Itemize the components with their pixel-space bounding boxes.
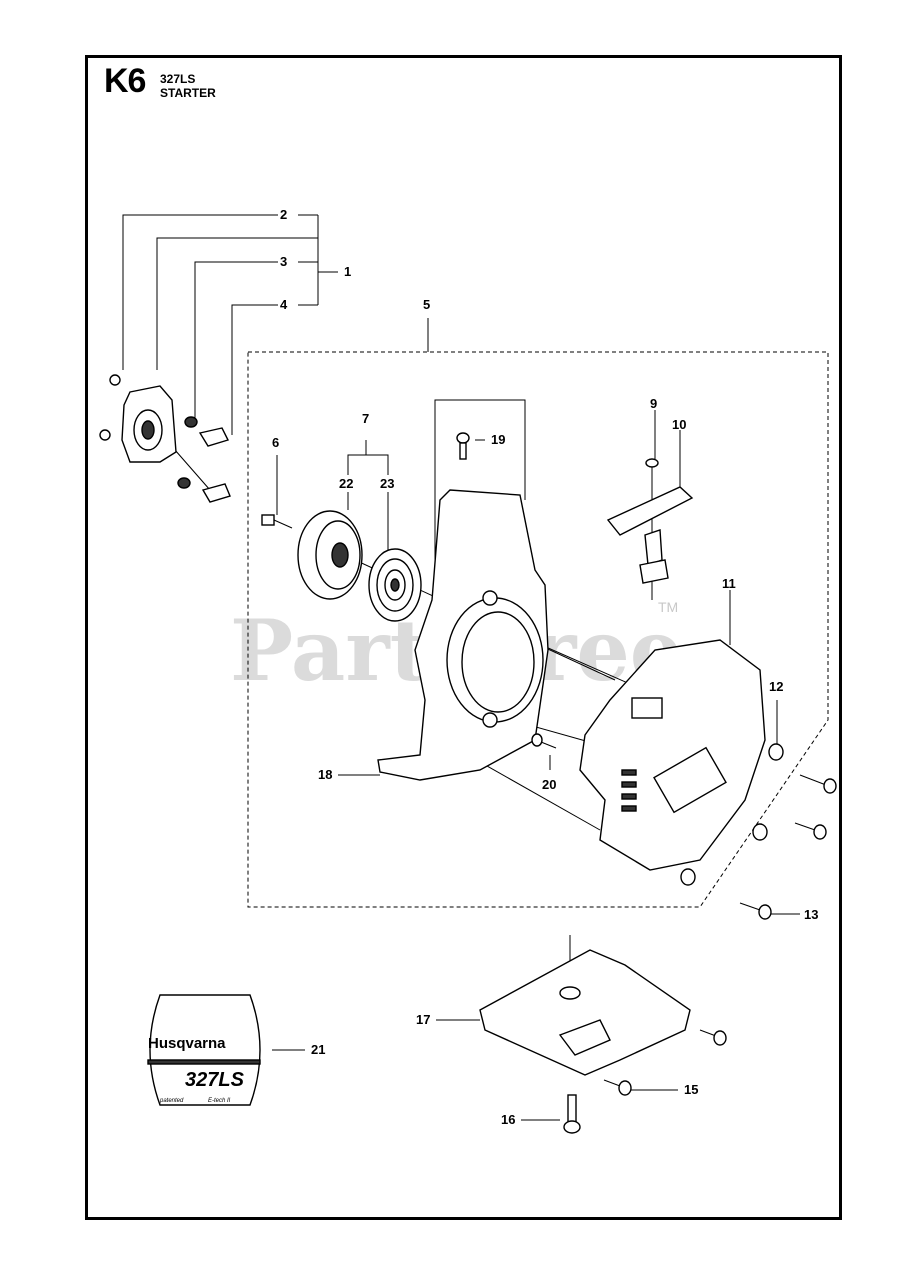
callout-22[interactable]: 22	[339, 476, 353, 491]
assembly-5-dashed-box	[247, 318, 829, 908]
part-bracket-17	[479, 949, 691, 1076]
part-screws-15	[603, 1029, 727, 1096]
part-spacers-12	[680, 743, 784, 886]
callout-labels: 2 3 1 4 5 6 7 22 23 19 9 10 11 12 18 20 …	[272, 207, 818, 1127]
callout-20[interactable]: 20	[542, 777, 556, 792]
part-starter-cover-11	[579, 639, 766, 871]
callout-2[interactable]: 2	[280, 207, 287, 222]
watermark-tm: TM	[658, 599, 678, 615]
callout-15[interactable]: 15	[684, 1082, 698, 1097]
part-starter-housing-18	[377, 489, 549, 781]
part-screw-20	[531, 733, 557, 749]
callout-7[interactable]: 7	[362, 411, 369, 426]
decal-small-left: patented	[159, 1098, 184, 1104]
callout-19[interactable]: 19	[491, 432, 505, 447]
callout-21[interactable]: 21	[311, 1042, 325, 1057]
decal-small-right: E-tech II	[208, 1098, 231, 1104]
section-code: K6	[104, 62, 146, 100]
decal-model: 327LS	[185, 1069, 245, 1091]
diagram-frame	[85, 55, 842, 1220]
part-screws-13	[739, 774, 837, 920]
callout-23[interactable]: 23	[380, 476, 394, 491]
callout-9[interactable]: 9	[650, 396, 657, 411]
callout-4[interactable]: 4	[280, 297, 288, 312]
decal-brand: Husqvarna	[148, 1035, 226, 1052]
cover-vent-slots	[621, 769, 637, 812]
part-decal-21: Husqvarna 327LS patented E-tech II	[147, 994, 261, 1106]
callout-lines-group-1	[122, 214, 338, 435]
callout-11[interactable]: 11	[722, 576, 736, 591]
callout-6[interactable]: 6	[272, 435, 279, 450]
part-pulley-22	[297, 510, 363, 600]
section-title: STARTER	[160, 86, 216, 100]
callout-18[interactable]: 18	[318, 767, 332, 782]
callout-12[interactable]: 12	[769, 679, 783, 694]
callout-16[interactable]: 16	[501, 1112, 515, 1127]
part-screw-6	[261, 514, 293, 529]
callout-13[interactable]: 13	[804, 907, 818, 922]
part-recoil-spring-23	[368, 548, 422, 622]
callout-17[interactable]: 17	[416, 1012, 430, 1027]
part-screw-19	[456, 432, 470, 460]
callout-5[interactable]: 5	[423, 297, 430, 312]
part-starter-pawl-assembly	[99, 374, 231, 503]
part-screw-16	[563, 1094, 581, 1134]
model-number: 327LS	[160, 72, 196, 86]
part-starter-handle-10	[606, 486, 694, 584]
callout-3[interactable]: 3	[280, 254, 287, 269]
callout-10[interactable]: 10	[672, 417, 686, 432]
callout-1[interactable]: 1	[344, 264, 351, 279]
